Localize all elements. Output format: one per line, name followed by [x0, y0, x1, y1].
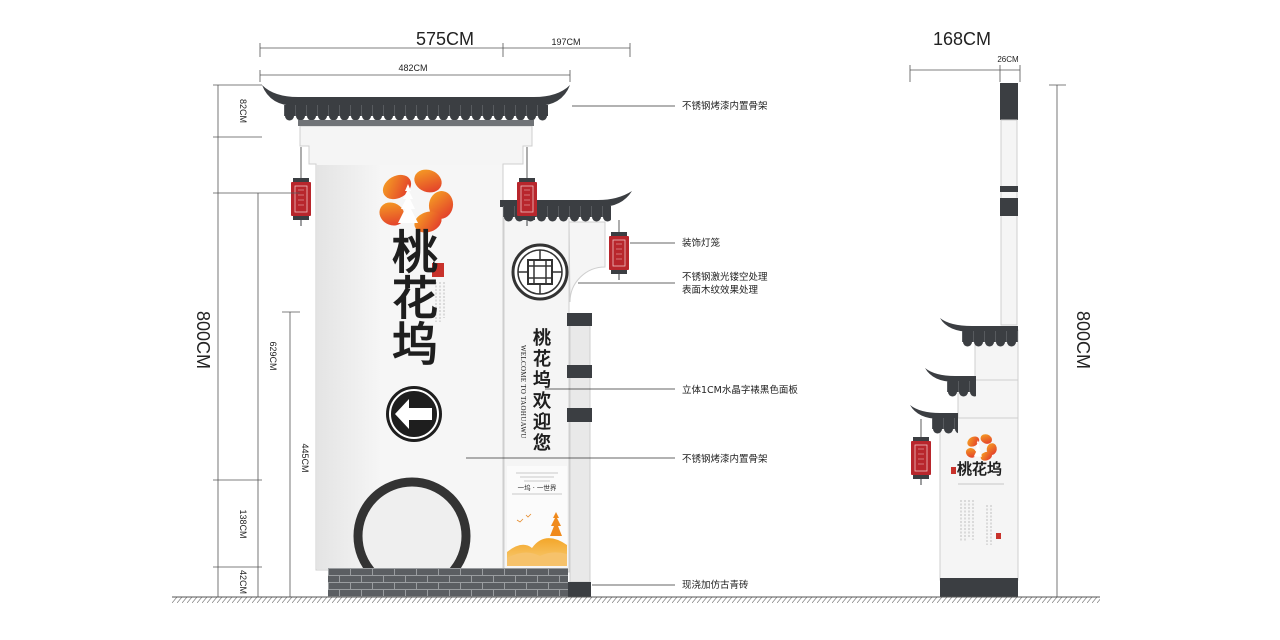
fine-print-lines — [435, 282, 445, 322]
dim-height-lower: 138CM — [238, 509, 248, 538]
front-elevation — [262, 85, 632, 597]
annotations: 不锈钢烤漆内置骨架 装饰灯笼 不锈钢激光镂空处理 表面木纹效果处理 立体1CM水… — [466, 100, 798, 591]
annotation-label: 不锈钢烤漆内置骨架 — [682, 100, 768, 112]
lattice-window — [511, 243, 569, 301]
annotation-label: 现浇加仿古青砖 — [682, 579, 749, 591]
side-dimensions: 168CM 26CM 800CM — [909, 29, 1093, 597]
brick-base — [328, 568, 568, 597]
fine-print-lines — [958, 483, 1004, 545]
lantern-icon — [516, 177, 538, 227]
lantern-icon — [910, 436, 932, 486]
dim-height-roof: 82CM — [238, 99, 248, 123]
lantern-icon — [290, 177, 312, 227]
side-roof-lower — [910, 405, 958, 434]
dim-height-side: 445CM — [300, 443, 310, 472]
main-roof — [262, 85, 570, 126]
side-base — [940, 578, 1018, 597]
left-arrow-icon — [386, 386, 442, 442]
dim-height-main: 629CM — [268, 341, 278, 370]
dim-width-total: 575CM — [416, 29, 474, 49]
red-seal — [951, 467, 956, 474]
stepped-column — [567, 313, 592, 597]
main-calligraphy-title: 桃花坞 — [385, 228, 439, 366]
arch-spandrel — [568, 221, 606, 303]
dim-width-side: 197CM — [551, 37, 580, 47]
welcome-text-chinese: 桃花坞欢迎您 — [530, 328, 551, 454]
red-seal — [432, 263, 444, 277]
red-seal — [996, 533, 1001, 539]
side-roof-middle — [925, 368, 976, 397]
front-dimensions: 575CM 197CM 482CM 82CM 800CM 629CM 445CM… — [193, 29, 631, 597]
dim-width-main: 482CM — [398, 63, 427, 73]
dim-height-base: 42CM — [238, 570, 248, 594]
annotation-label: 立体1CM水晶字裱黑色面板 — [682, 384, 798, 396]
dim-height-total: 800CM — [193, 311, 213, 369]
poster-slogan: 一坞 · 一世界 — [517, 484, 557, 492]
annotation-label: 不锈钢激光镂空处理 — [682, 271, 768, 283]
annotation-label: 装饰灯笼 — [682, 237, 721, 249]
side-dim-width-total: 168CM — [933, 29, 991, 49]
welcome-text-english: WELCOME TO TAOHUAWU — [519, 345, 527, 439]
annotation-label: 不锈钢烤漆内置骨架 — [682, 453, 768, 465]
side-dim-height-total: 800CM — [1073, 311, 1093, 369]
poster-panel — [507, 466, 567, 566]
side-calligraphy-title: 桃花坞 — [957, 460, 1003, 478]
side-roof-upper — [940, 318, 1018, 347]
annotation-label: 表面木纹效果处理 — [682, 284, 759, 296]
lantern-icon — [608, 231, 630, 281]
side-elevation — [910, 83, 1019, 597]
side-dim-width-column: 26CM — [997, 55, 1019, 64]
ground-line — [172, 596, 1100, 603]
